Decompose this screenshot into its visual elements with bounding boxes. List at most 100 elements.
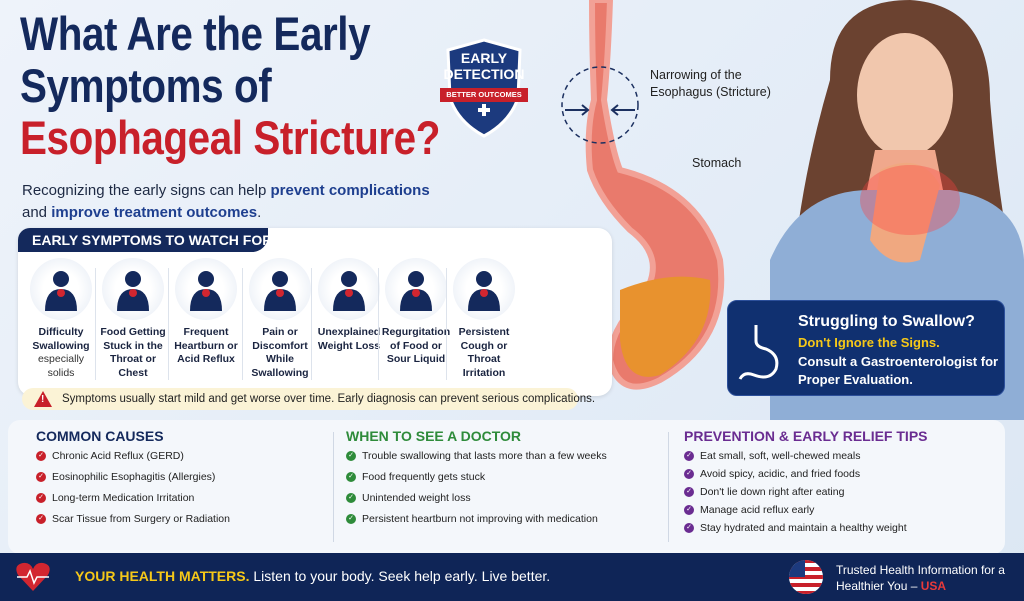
common-causes: COMMON CAUSES ✓ Chronic Acid Reflux (GERD)… <box>36 428 326 534</box>
check-icon: ✓ <box>36 451 46 461</box>
footer: YOUR HEALTH MATTERS. Listen to your body… <box>0 553 1024 601</box>
check-icon: ✓ <box>684 523 694 533</box>
callout-title: Struggling to Swallow? <box>798 313 975 330</box>
symptom-item: Pain or Discomfort While Swallowing <box>244 258 316 380</box>
symptom-item: Food Getting Stuck in the Throat or Ches… <box>97 258 169 380</box>
throat-pain-icon <box>30 258 92 320</box>
causes-title: COMMON CAUSES <box>36 428 164 444</box>
subtitle-text: Recognizing the early signs can help <box>22 182 271 199</box>
list-item: ✓ Don't lie down right after eating <box>684 486 954 499</box>
check-icon: ✓ <box>684 469 694 479</box>
check-icon: ✓ <box>346 493 356 503</box>
scale-icon <box>318 258 380 320</box>
list-item: ✓ Eosinophilic Esophagitis (Allergies) <box>36 471 326 484</box>
footer-trust: Trusted Health Information for a Healthi… <box>836 562 1016 594</box>
list-item-text: Don't lie down right after eating <box>700 486 845 498</box>
symptom-label: Food Getting Stuck in the Throat or Ches… <box>100 326 166 379</box>
footer-trust-text: Trusted Health Information for a Healthi… <box>836 563 1005 593</box>
symptom-label: Difficulty Swallowing <box>32 326 90 352</box>
divider <box>242 268 243 380</box>
callout-body: Consult a Gastroenterologist for Proper … <box>798 354 999 387</box>
list-item-text: Trouble swallowing that lasts more than … <box>362 450 607 462</box>
footer-country: USA <box>920 579 947 593</box>
divider <box>95 268 96 380</box>
symptom-label: Frequent Heartburn or Acid Reflux <box>174 326 238 365</box>
doctor-title: WHEN TO SEE A DOCTOR <box>346 428 522 444</box>
list-item: ✓Eat small, soft, well-chewed meals <box>684 450 954 463</box>
footer-message: YOUR HEALTH MATTERS. Listen to your body… <box>75 568 550 584</box>
usa-flag-icon <box>789 560 823 594</box>
doctor-list: ✓ Trouble swallowing that lasts more than… <box>346 450 626 526</box>
causes-list: ✓ Chronic Acid Reflux (GERD) ✓ Eosinophilic… <box>36 450 326 526</box>
list-item-text: Long-term Medication Irritation <box>52 492 195 504</box>
check-icon: ✓ <box>684 487 694 497</box>
stomach-label: Stomach <box>692 156 742 170</box>
list-item-text: Stay hydrated and maintain a healthy wei… <box>700 522 907 534</box>
stricture-circle <box>561 66 639 144</box>
symptom-item: Frequent Heartburn or Acid Reflux <box>170 258 242 367</box>
symptom-label: Persistent Cough or Throat Irritation <box>458 326 510 379</box>
list-item: ✓Long-term Medication Irritation <box>36 492 326 505</box>
when-to-see-doctor: WHEN TO SEE A DOCTOR ✓ Trouble swallowing … <box>346 428 626 534</box>
narrowing-label: Narrowing of the Esophagus (Stricture) <box>650 68 771 99</box>
tips-list: ✓Eat small, soft, well-chewed meals✓Avoi… <box>684 450 954 535</box>
divider <box>311 268 312 380</box>
symptom-label: Unexplained Weight Loss <box>317 326 381 352</box>
warning-icon-mark: ! <box>41 394 45 405</box>
warning-bar: ! Symptoms usually start mild and get wo… <box>22 388 595 410</box>
subtitle-text: . <box>257 204 262 221</box>
divider <box>446 268 447 380</box>
page-title: What Are the Early Symptoms of Esophagea… <box>20 8 440 164</box>
title-line-3: Esophageal Stricture? <box>20 111 440 164</box>
heart-pulse-icon <box>16 562 50 591</box>
stomach-fire-icon <box>175 258 237 320</box>
footer-headline: YOUR HEALTH MATTERS. <box>75 568 250 584</box>
arrow-left-icon <box>610 104 635 116</box>
footer-tagline: Listen to your body. Seek help early. Li… <box>253 568 551 584</box>
arrow-right-icon <box>565 104 590 116</box>
badge-ribbon: BETTER OUTCOMES <box>446 90 522 99</box>
list-item-text: Manage acid reflux early <box>700 504 815 516</box>
chest-target-icon <box>102 258 164 320</box>
title-line-2: Symptoms of <box>20 59 272 112</box>
esophagus-stomach-illustration <box>561 0 725 390</box>
shield-icon <box>440 38 528 138</box>
badge-line-1: EARLY <box>460 50 508 66</box>
list-item: ✓Food frequently gets stuck <box>346 471 626 484</box>
list-item: ✓ Trouble swallowing that lasts more than… <box>346 450 626 463</box>
symptom-label: Regurgitation of Food or Sour Liquid <box>381 326 451 365</box>
list-item: ✓Manage acid reflux early <box>684 504 954 517</box>
badge-line-2: DETECTION <box>443 66 525 82</box>
info-section <box>8 420 1005 554</box>
list-item-text: Scar Tissue from Surgery or Radiation <box>52 513 230 525</box>
list-item: ✓ Persistent heartburn not improving with… <box>346 513 626 526</box>
check-icon: ✓ <box>346 514 356 524</box>
symptom-sublabel: especially solids <box>37 353 85 379</box>
list-item: ✓Unintended weight loss <box>346 492 626 505</box>
tips-title: PREVENTION & EARLY RELIEF TIPS <box>684 428 928 444</box>
subtitle-emphasis: improve treatment outcomes <box>51 204 258 221</box>
callout-highlight: Don't Ignore the Signs. <box>798 335 940 350</box>
divider <box>378 268 379 380</box>
check-icon: ✓ <box>346 451 356 461</box>
symptom-label: Pain or Discomfort While Swallowing <box>251 326 309 379</box>
stomach-outline-icon <box>738 325 779 380</box>
list-item: ✓ Chronic Acid Reflux (GERD) <box>36 450 326 463</box>
list-item: ✓Scar Tissue from Surgery or Radiation <box>36 513 326 526</box>
list-item-text: Eosinophilic Esophagitis (Allergies) <box>52 471 216 483</box>
divider <box>168 268 169 380</box>
list-item-text: Chronic Acid Reflux (GERD) <box>52 450 184 462</box>
warning-icon <box>34 391 52 407</box>
divider <box>333 432 334 542</box>
symptom-item: Persistent Cough or Throat Irritation <box>448 258 520 380</box>
list-item-text: Persistent heartburn not improving with … <box>362 513 598 525</box>
throat-irritation-icon <box>453 258 515 320</box>
list-item: ✓ Stay hydrated and maintain a healthy we… <box>684 522 954 535</box>
symptoms-header: EARLY SYMPTOMS TO WATCH FOR <box>18 228 272 252</box>
neck-pain-icon <box>249 258 311 320</box>
check-icon: ✓ <box>36 472 46 482</box>
divider <box>668 432 669 542</box>
